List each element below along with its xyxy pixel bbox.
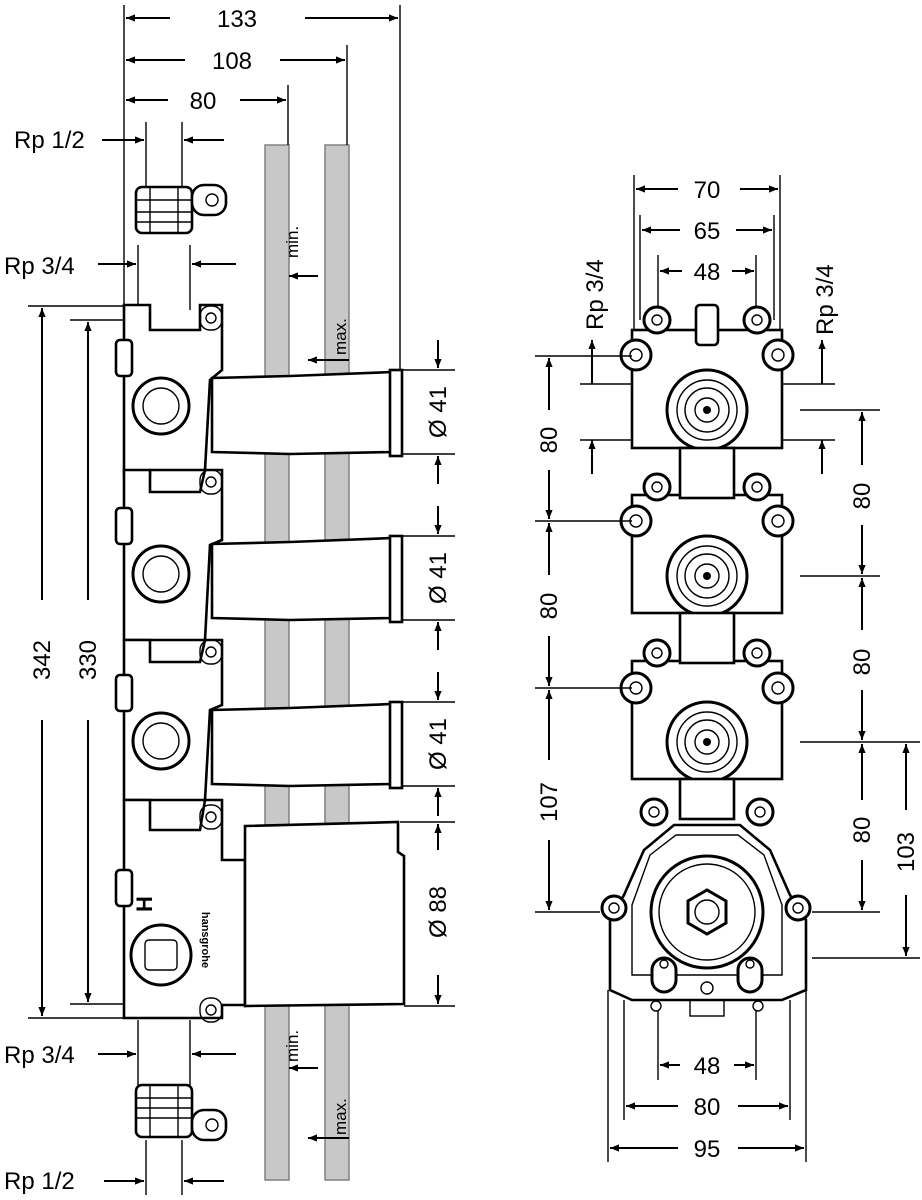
front-module-2 (619, 446, 795, 618)
dim-95-bottom: 95 (694, 1136, 721, 1163)
diam-88: Ø 88 (425, 886, 452, 938)
hot-mark: H (132, 896, 157, 912)
dim-70: 70 (694, 177, 721, 204)
front-left-107: 107 (536, 782, 563, 822)
side-view: 133 108 80 Rp 1/2 Rp 3/4 (4, 5, 455, 1195)
wall-min-bottom: min. (283, 1030, 302, 1062)
dim-342: 342 (29, 640, 56, 680)
front-view: 70 65 48 Rp 3/4 Rp 3/4 (535, 175, 920, 1163)
dim-48-bottom: 48 (694, 1053, 721, 1080)
wall-max-bar (324, 144, 350, 1181)
wall-min-bar (264, 144, 290, 1181)
thread-top-rp12: Rp 1/2 (14, 127, 85, 154)
diam-41-2: Ø 41 (425, 552, 452, 604)
thread-front-right: Rp 3/4 (812, 264, 839, 335)
thread-bottom-rp12: Rp 1/2 (4, 1168, 75, 1195)
dim-330: 330 (75, 640, 102, 680)
dim-48-top: 48 (694, 259, 721, 286)
diam-41-1: Ø 41 (425, 386, 452, 438)
front-thermostat-module (600, 777, 812, 1017)
dim-65: 65 (694, 218, 721, 245)
top-fitting (134, 183, 228, 235)
front-right-80-2: 80 (849, 649, 876, 676)
dim-133: 133 (217, 6, 257, 33)
thread-bottom-rp34: Rp 3/4 (4, 1042, 75, 1069)
wall-max-top: max. (331, 318, 350, 355)
front-module-1 (619, 303, 795, 452)
diam-41-3: Ø 41 (425, 718, 452, 770)
front-left-80-2: 80 (536, 593, 563, 620)
front-right-80-1: 80 (849, 483, 876, 510)
dim-80-bottom: 80 (694, 1094, 721, 1121)
front-right-80-3: 80 (849, 817, 876, 844)
front-module-3 (619, 611, 795, 784)
dim-108: 108 (212, 48, 252, 75)
bottom-fitting (134, 1083, 228, 1142)
wall-min-top: min. (283, 226, 302, 258)
thread-front-left: Rp 3/4 (582, 259, 609, 330)
dim-80: 80 (190, 88, 217, 115)
cartridges (210, 368, 406, 1008)
wall-max-bottom: max. (331, 1098, 350, 1135)
side-valve-body: H hansgrohe (114, 303, 247, 1023)
front-right-103: 103 (893, 832, 920, 872)
thread-top-rp34: Rp 3/4 (4, 253, 75, 280)
brand-mark: hansgrohe (199, 912, 211, 968)
front-left-80-1: 80 (536, 427, 563, 454)
